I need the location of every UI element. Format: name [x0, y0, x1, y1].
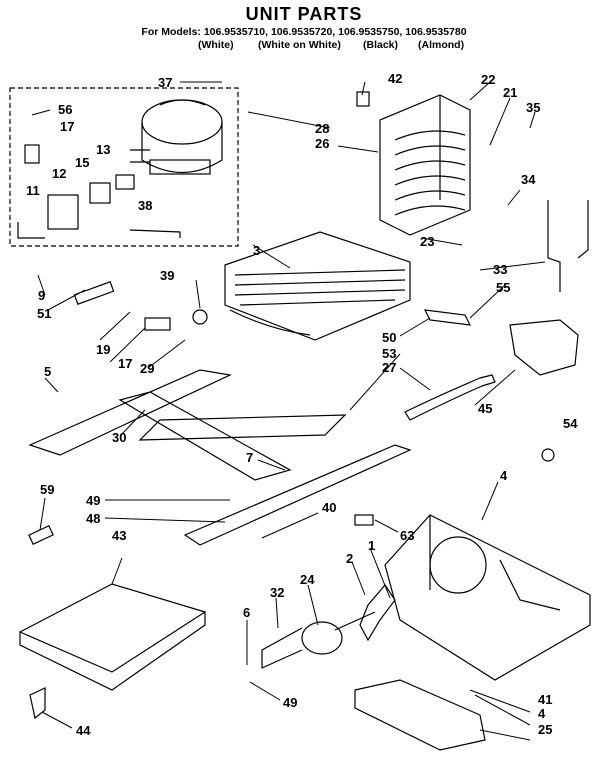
condenser-drawing — [379, 94, 471, 236]
evaporator-coil — [224, 231, 411, 341]
callout-23: 23 — [420, 234, 434, 249]
callout-4: 4 — [500, 468, 508, 483]
callout-38: 38 — [138, 198, 152, 213]
part-13 — [115, 174, 135, 190]
callout-2: 2 — [346, 551, 353, 566]
callout-7: 7 — [246, 450, 253, 465]
callout-39: 39 — [160, 268, 174, 283]
part-15 — [89, 182, 111, 204]
callout-51: 51 — [37, 306, 51, 321]
part-44 — [29, 687, 46, 720]
callout-13: 13 — [96, 142, 110, 157]
frame-rails-30 — [28, 369, 347, 481]
variant-white: (White) — [198, 39, 234, 51]
callout-34: 34 — [521, 172, 536, 187]
compressor-drawing — [130, 99, 223, 175]
wire-11 — [17, 222, 45, 239]
callout-49: 49 — [86, 493, 100, 508]
part-17 — [24, 144, 40, 164]
relay-12 — [47, 194, 79, 230]
part-42 — [356, 91, 370, 107]
part-54 — [541, 448, 555, 462]
callout-59: 59 — [40, 482, 54, 497]
callout-3: 3 — [253, 243, 260, 258]
callout-26: 26 — [315, 136, 329, 151]
callout-24: 24 — [300, 572, 315, 587]
callout-48: 48 — [86, 511, 100, 526]
part-59 — [28, 525, 54, 545]
callout-54: 54 — [563, 416, 578, 431]
callout-6: 6 — [243, 605, 250, 620]
page-title: UNIT PARTS — [245, 4, 363, 24]
part-63 — [354, 514, 374, 526]
callout-55: 55 — [496, 280, 510, 295]
callout-56: 56 — [58, 102, 72, 117]
callout-43: 43 — [112, 528, 126, 543]
callout-35: 35 — [526, 100, 540, 115]
compressor-group-box — [9, 87, 239, 247]
callout-labels: 37 56 17 13 15 12 11 38 28 26 42 22 21 3… — [26, 71, 578, 738]
callout-5: 5 — [44, 364, 51, 379]
callout-17: 17 — [60, 119, 74, 134]
callout-33: 33 — [493, 262, 507, 277]
callout-17b: 17 — [118, 356, 132, 371]
callout-50: 50 — [382, 330, 396, 345]
part-17b — [144, 317, 171, 331]
harness-45 — [509, 319, 579, 376]
callout-27: 27 — [382, 360, 396, 375]
callout-21: 21 — [503, 85, 517, 100]
drain-pan-43 — [18, 583, 207, 691]
callout-44: 44 — [76, 723, 91, 738]
drip-tray-25 — [354, 679, 486, 751]
callout-28: 28 — [315, 121, 329, 136]
variant-black: (Black) — [363, 39, 399, 51]
callout-4b: 4 — [538, 706, 546, 721]
rail-48 — [183, 444, 412, 546]
fan-blade-2 — [359, 584, 396, 642]
tube-27 — [404, 374, 496, 421]
callout-30: 30 — [112, 430, 126, 445]
callout-12: 12 — [52, 166, 66, 181]
callout-11: 11 — [26, 183, 40, 198]
bracket-50 — [423, 309, 472, 326]
tube-33b — [577, 200, 589, 259]
callout-41: 41 — [538, 692, 552, 707]
callout-45: 45 — [478, 401, 492, 416]
callout-19: 19 — [96, 342, 110, 357]
callout-63: 63 — [400, 528, 414, 543]
variant-almond: (Almond) — [418, 39, 465, 51]
callout-29: 29 — [140, 361, 154, 376]
callout-53: 53 — [382, 346, 396, 361]
callout-40: 40 — [322, 500, 336, 515]
callout-25: 25 — [538, 722, 552, 737]
callout-15: 15 — [75, 155, 89, 170]
tube-33 — [547, 200, 561, 292]
models-line: For Models: 106.9535710, 106.9535720, 10… — [141, 26, 467, 38]
callout-1: 1 — [368, 538, 375, 553]
callout-42: 42 — [388, 71, 402, 86]
part-51 — [73, 281, 115, 305]
variant-white-on-white: (White on White) — [258, 39, 341, 51]
callout-37: 37 — [158, 75, 172, 90]
callout-22: 22 — [481, 72, 495, 87]
fan-motor-24 — [261, 611, 376, 669]
callout-32: 32 — [270, 585, 284, 600]
part-39 — [192, 309, 208, 325]
base-pan-41 — [384, 514, 591, 681]
callout-49b: 49 — [283, 695, 297, 710]
callout-9: 9 — [38, 288, 45, 303]
clip-38 — [129, 229, 181, 238]
